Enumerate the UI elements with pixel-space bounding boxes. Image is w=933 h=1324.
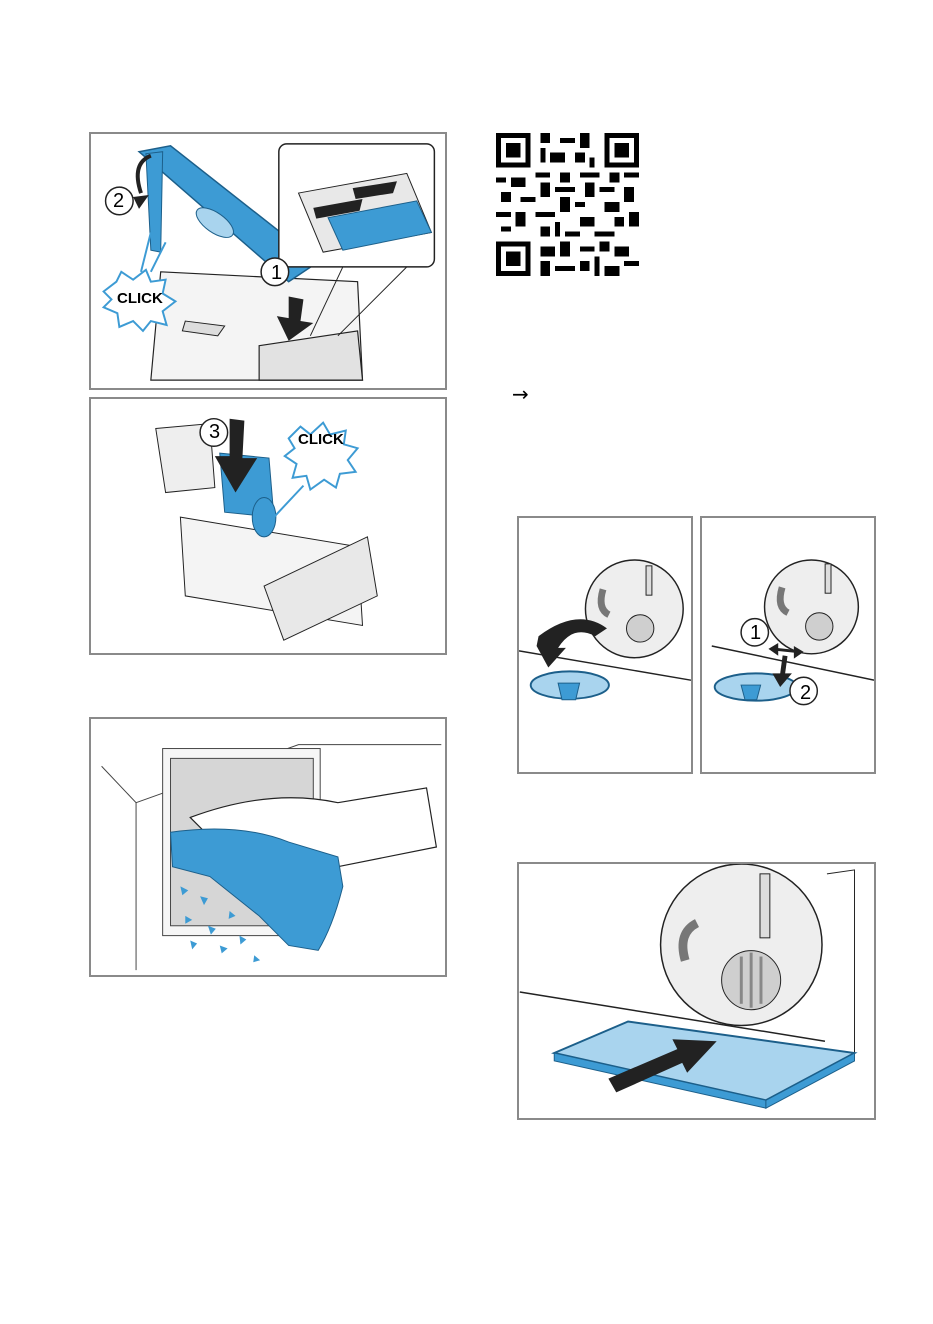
figure-pump-cover-remove: 1 2 <box>700 516 876 774</box>
figure-drawer-insert: CLICK 1 2 <box>89 132 447 390</box>
click-label: CLICK <box>298 431 344 448</box>
pump-cover-remove-illustration <box>702 518 874 772</box>
drawer-insert-illustration <box>91 134 445 388</box>
pump-cover-open-illustration <box>519 518 691 772</box>
step-1-label: 1 <box>271 262 282 285</box>
step-3-label: 3 <box>209 421 220 444</box>
step-2-label: 2 <box>113 190 124 213</box>
figure-drawer-press: 3 CLICK <box>89 397 447 655</box>
tray-insert-illustration <box>519 864 874 1118</box>
click-label: CLICK <box>117 290 163 307</box>
qr-code-icon <box>496 133 639 276</box>
figure-tray-insert <box>517 862 876 1120</box>
step-1-label: 1 <box>750 622 761 645</box>
wipe-housing-illustration <box>91 719 445 975</box>
figure-wipe-drawer-housing <box>89 717 447 977</box>
figure-pump-cover-open <box>517 516 693 774</box>
drawer-press-illustration <box>91 399 445 653</box>
cross-reference-arrow: → <box>512 382 529 406</box>
step-2-label: 2 <box>800 682 811 705</box>
